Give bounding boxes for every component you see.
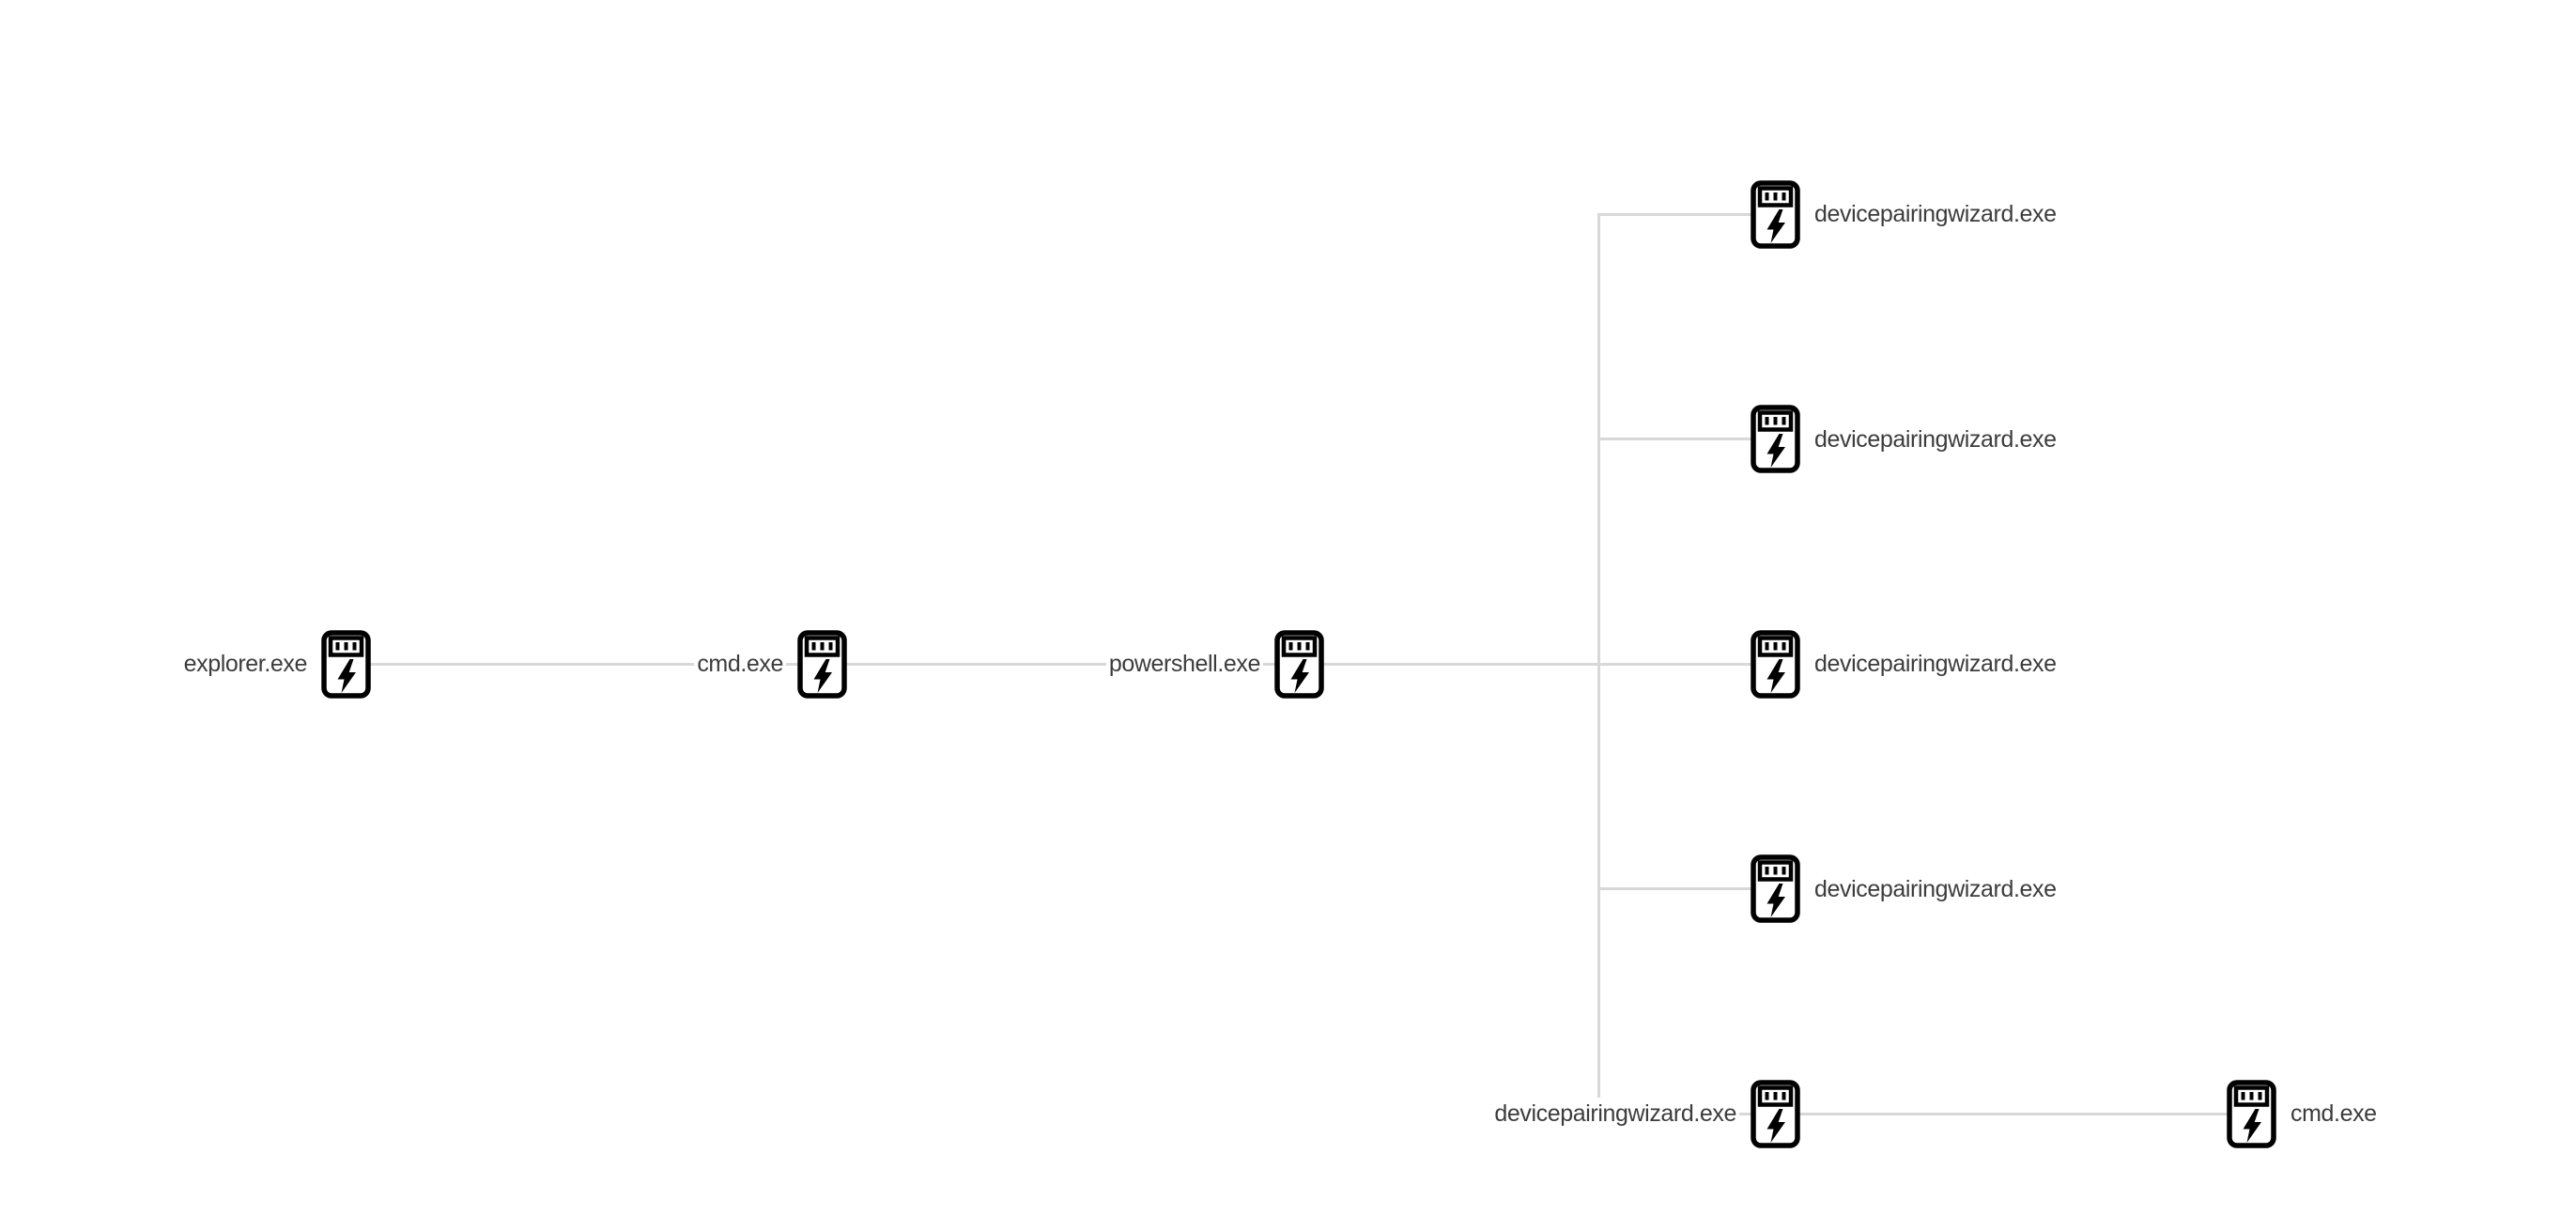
process-lightning-icon	[1274, 629, 1324, 699]
process-node-cmd-2[interactable]: cmd.exe	[2227, 1079, 2380, 1148]
process-node-powershell[interactable]: powershell.exe	[1105, 629, 1324, 699]
process-node-explorer[interactable]: explorer.exe	[180, 629, 371, 699]
process-lightning-icon	[797, 629, 847, 699]
process-lightning-icon	[1751, 854, 1800, 923]
process-label: devicepairingwizard.exe	[1812, 872, 2059, 905]
process-label: devicepairingwizard.exe	[1491, 1098, 1739, 1130]
process-node-cmd-1[interactable]: cmd.exe	[694, 629, 847, 699]
process-lightning-icon	[1751, 405, 1800, 473]
process-label: explorer.exe	[180, 648, 310, 680]
process-lightning-icon	[321, 629, 371, 699]
process-lightning-icon	[2227, 1079, 2276, 1148]
process-label: devicepairingwizard.exe	[1812, 648, 2059, 680]
process-node-devicepairingwizard-5[interactable]: devicepairingwizard.exe	[1491, 1079, 1800, 1148]
process-lightning-icon	[1751, 1079, 1800, 1148]
connector-line-children-bus	[1597, 212, 1600, 1115]
process-label: powershell.exe	[1105, 648, 1263, 680]
connector-line-chain-explorer-to-middle-child	[346, 662, 1775, 666]
process-lightning-icon	[1751, 179, 1800, 249]
process-node-devicepairingwizard-4[interactable]: devicepairingwizard.exe	[1751, 854, 2059, 923]
connector-line-branch-child-5-to-cmd	[1598, 1112, 2251, 1115]
process-label: cmd.exe	[694, 648, 786, 680]
connector-line-branch-child-1	[1598, 212, 1775, 216]
process-label: devicepairingwizard.exe	[1812, 423, 2059, 455]
process-node-devicepairingwizard-3[interactable]: devicepairingwizard.exe	[1751, 629, 2059, 699]
process-node-devicepairingwizard-1[interactable]: devicepairingwizard.exe	[1751, 179, 2059, 249]
process-node-devicepairingwizard-2[interactable]: devicepairingwizard.exe	[1751, 405, 2059, 473]
process-label: cmd.exe	[2288, 1098, 2380, 1130]
connector-line-branch-child-2	[1598, 438, 1775, 440]
process-label: devicepairingwizard.exe	[1812, 198, 2059, 230]
process-lightning-icon	[1751, 629, 1800, 699]
connector-line-branch-child-4	[1598, 887, 1775, 890]
